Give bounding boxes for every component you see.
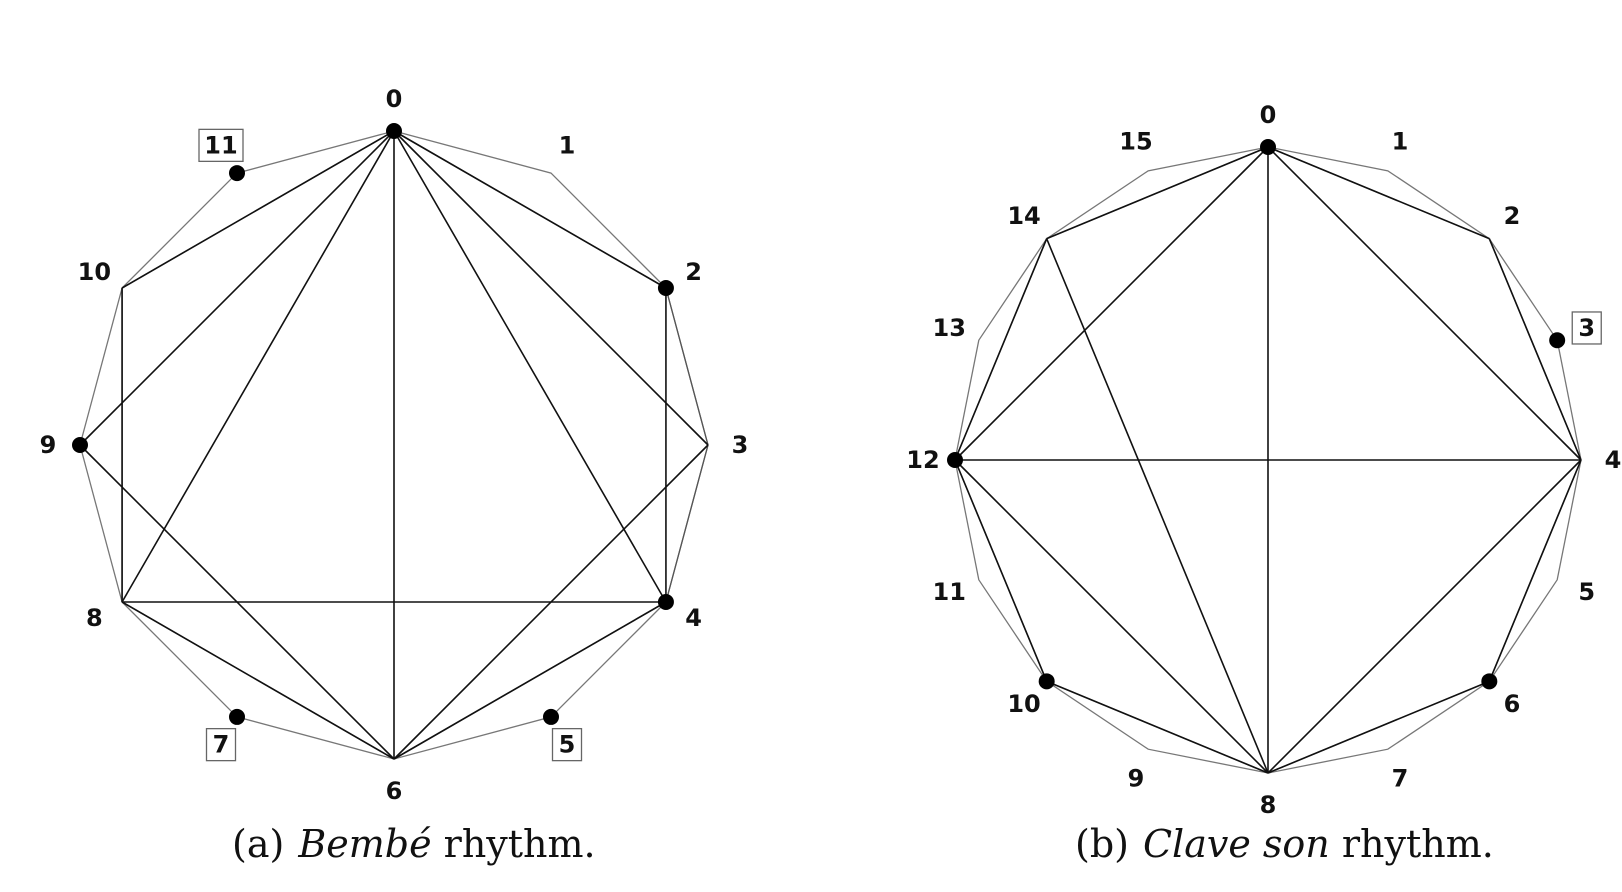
pulse-label-11: 11 <box>933 578 966 606</box>
onset-dot-2 <box>657 280 674 296</box>
chord-0-4 <box>1267 146 1582 461</box>
chord-0-10 <box>121 130 395 289</box>
chord-6-8 <box>1267 680 1490 774</box>
chord-0-4 <box>393 130 667 603</box>
onset-dot-12 <box>947 452 963 468</box>
pulse-label-2: 2 <box>1504 202 1521 230</box>
chord-10-12 <box>954 459 1048 682</box>
chord-0-2 <box>1267 146 1490 240</box>
chord-0-8 <box>121 130 395 603</box>
chord-4-8 <box>1267 459 1582 774</box>
pulse-label-1: 1 <box>559 131 576 159</box>
chord-8-14 <box>1045 238 1269 774</box>
pulse-label-3: 3 <box>1578 314 1595 342</box>
label-box-11 <box>198 128 244 163</box>
pulse-label-10: 10 <box>78 258 111 286</box>
onset-dot-4 <box>657 594 674 610</box>
chord-0-14 <box>1046 146 1269 240</box>
diagram-bembe: 0 1 2 3 4 5 6 7 8 9 10 11 <box>40 85 749 805</box>
pulse-label-14: 14 <box>1007 202 1040 230</box>
chord-12-14 <box>954 238 1048 461</box>
caption-b: (b) Clave son rhythm. <box>1075 822 1494 866</box>
pulse-label-5: 5 <box>559 731 576 759</box>
onset-dot-3 <box>1549 332 1566 349</box>
pulse-label-9: 9 <box>40 431 57 459</box>
chord-0-2 <box>393 130 667 289</box>
label-box-3 <box>1571 311 1602 345</box>
pulse-label-4: 4 <box>685 604 702 632</box>
pulse-label-0: 0 <box>1260 101 1277 129</box>
inner-polygon <box>121 130 709 760</box>
caption-b-prefix: (b) <box>1075 822 1129 866</box>
onset-dot-0 <box>1260 139 1276 155</box>
onset-dot-10 <box>1038 673 1055 690</box>
caption-a: (a) Bembé rhythm. <box>232 822 596 866</box>
onset-dot-11 <box>229 165 245 182</box>
chord-0-3 <box>393 130 709 446</box>
pulse-label-5: 5 <box>1578 578 1595 606</box>
pulse-label-1: 1 <box>1392 127 1409 155</box>
chord-4-6 <box>1488 459 1582 682</box>
caption-b-suffix: rhythm. <box>1341 822 1494 866</box>
onset-dot-0 <box>386 123 402 139</box>
pulse-label-8: 8 <box>1260 791 1277 819</box>
onset-dot-7 <box>229 708 245 725</box>
pulse-label-9: 9 <box>1128 765 1145 793</box>
pulse-label-0: 0 <box>386 85 403 113</box>
chord-8-10 <box>1046 680 1269 774</box>
onset-dot-6 <box>1481 673 1498 690</box>
pulse-label-15: 15 <box>1119 127 1152 155</box>
pulse-label-4: 4 <box>1605 446 1622 474</box>
pulse-label-13: 13 <box>933 314 966 342</box>
caption-a-prefix: (a) <box>232 822 285 866</box>
label-box-5 <box>551 727 583 762</box>
pulse-label-6: 6 <box>386 777 403 805</box>
caption-a-suffix: rhythm. <box>443 822 596 866</box>
pulse-label-6: 6 <box>1504 690 1521 718</box>
chord-6-8 <box>121 601 395 760</box>
pulse-label-7: 7 <box>213 731 230 759</box>
pulse-label-2: 2 <box>685 258 702 286</box>
caption-b-name: Clave son <box>1142 822 1330 866</box>
caption-a-name: Bembé <box>298 822 432 866</box>
pulse-label-3: 3 <box>732 431 749 459</box>
onset-dot-9 <box>72 437 88 453</box>
chord-2-4 <box>1488 238 1582 461</box>
pulse-label-11: 11 <box>204 131 237 159</box>
chord-6-9 <box>79 444 395 760</box>
chord-4-6 <box>393 601 667 760</box>
chord-8-12 <box>954 459 1269 774</box>
pulse-label-12: 12 <box>906 446 939 474</box>
label-box-7 <box>205 727 237 762</box>
chord-0-9 <box>79 130 395 446</box>
onset-dot-5 <box>543 708 559 725</box>
pulse-label-10: 10 <box>1007 690 1040 718</box>
chord-0-12 <box>954 146 1269 461</box>
pulse-label-7: 7 <box>1392 765 1409 793</box>
pulse-label-8: 8 <box>86 604 103 632</box>
